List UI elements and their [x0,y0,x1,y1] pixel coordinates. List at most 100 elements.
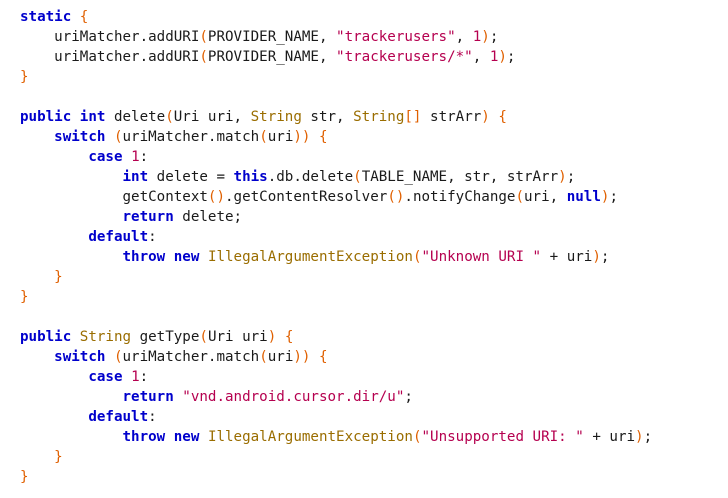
keyword: null [566,189,601,205]
code-line: static { [20,7,652,27]
keyword: throw [122,249,166,265]
code-text: + uri [541,249,593,265]
bracket: ) [481,109,490,125]
bracket: ( [199,49,208,65]
bracket: () [387,189,405,205]
code-text: ; [609,189,618,205]
code-text: + uri [583,429,636,445]
bracket: { [319,129,328,145]
code-text: delete = [148,169,234,185]
number-literal: 1 [489,49,499,65]
keyword: case [88,149,123,165]
bracket: ( [412,429,422,445]
code-text: : [148,409,157,425]
code-line: case 1: [20,147,652,167]
code-text [71,109,80,125]
code-line: public String getType(Uri uri) { [20,327,652,347]
code-line: } [20,447,652,467]
bracket: ) [267,329,277,345]
code-line: int delete = this.db.delete(TABLE_NAME, … [20,167,652,187]
class-name: String [353,109,405,125]
code-text [20,369,88,385]
bracket: )) [293,129,311,145]
code-block: static { uriMatcher.addURI(PROVIDER_NAME… [20,7,652,487]
code-text: uri [267,349,294,365]
code-text: ; [600,249,610,265]
keyword: public [20,329,72,345]
bracket: ( [259,349,268,365]
bracket: ) [558,169,567,185]
bracket: { [284,329,294,345]
code-text [20,169,123,185]
code-text [310,129,319,145]
code-text [20,229,88,245]
code-text: getType [131,329,200,345]
code-text: getContext [20,189,208,205]
number-literal: 1 [131,149,140,165]
code-text [105,129,114,145]
bracket: ) [498,49,507,65]
bracket: ) [481,29,490,45]
code-text: Uri uri, [173,109,251,125]
code-line: switch (uriMatcher.match(uri)) { [20,127,652,147]
code-line: } [20,287,652,307]
code-line: } [20,467,652,487]
keyword: static [20,9,72,25]
code-text: uri [267,129,294,145]
code-text: , [472,49,490,65]
keyword: case [88,369,123,385]
code-text [165,429,174,445]
bracket: ( [113,349,123,365]
bracket: { [498,109,507,125]
string-literal: "vnd.android.cursor.dir/u" [182,389,405,405]
code-text: .notifyChange [404,189,516,205]
code-line: } [20,67,652,87]
class-name: String [250,109,302,125]
code-text [105,349,114,365]
class-name: String [79,329,132,345]
code-line: default: [20,407,652,427]
code-text [20,449,54,465]
code-text [199,249,208,265]
code-text: Uri uri [207,329,268,345]
code-text: ; [404,389,413,405]
code-text: ; [643,429,653,445]
bracket: { [319,349,328,365]
code-line: switch (uriMatcher.match(uri)) { [20,347,652,367]
bracket: ( [199,29,208,45]
code-line: public int delete(Uri uri, String str, S… [20,107,652,127]
keyword: switch [54,129,106,145]
code-text: .getContentResolver [225,189,388,205]
code-text: : [148,229,157,245]
bracket: () [207,189,226,205]
bracket: } [20,469,29,485]
code-text: ; [566,169,576,185]
bracket: ( [353,169,362,185]
code-text: str, [301,109,354,125]
code-text: delete; [173,209,243,225]
keyword: default [88,409,149,425]
code-line: return delete; [20,207,652,227]
code-text: delete [105,109,166,125]
keyword: int [79,109,106,125]
code-text [276,329,285,345]
keyword: new [173,249,200,265]
code-text: .db.delete [267,169,354,185]
bracket: ) [635,429,644,445]
keyword: return [122,209,174,225]
code-text: ; [506,49,516,65]
string-literal: "trackerusers/*" [336,49,473,65]
keyword: public [20,109,72,125]
code-text: , [455,29,473,45]
code-text [20,149,88,165]
code-text: uriMatcher.match [122,129,260,145]
code-text: strArr [421,109,482,125]
code-text: ; [489,29,499,45]
bracket: } [54,449,63,465]
keyword: int [122,169,149,185]
code-text [71,329,80,345]
code-text [20,249,123,265]
bracket: ( [412,249,422,265]
code-text: uri, [524,189,567,205]
code-text [20,269,54,285]
